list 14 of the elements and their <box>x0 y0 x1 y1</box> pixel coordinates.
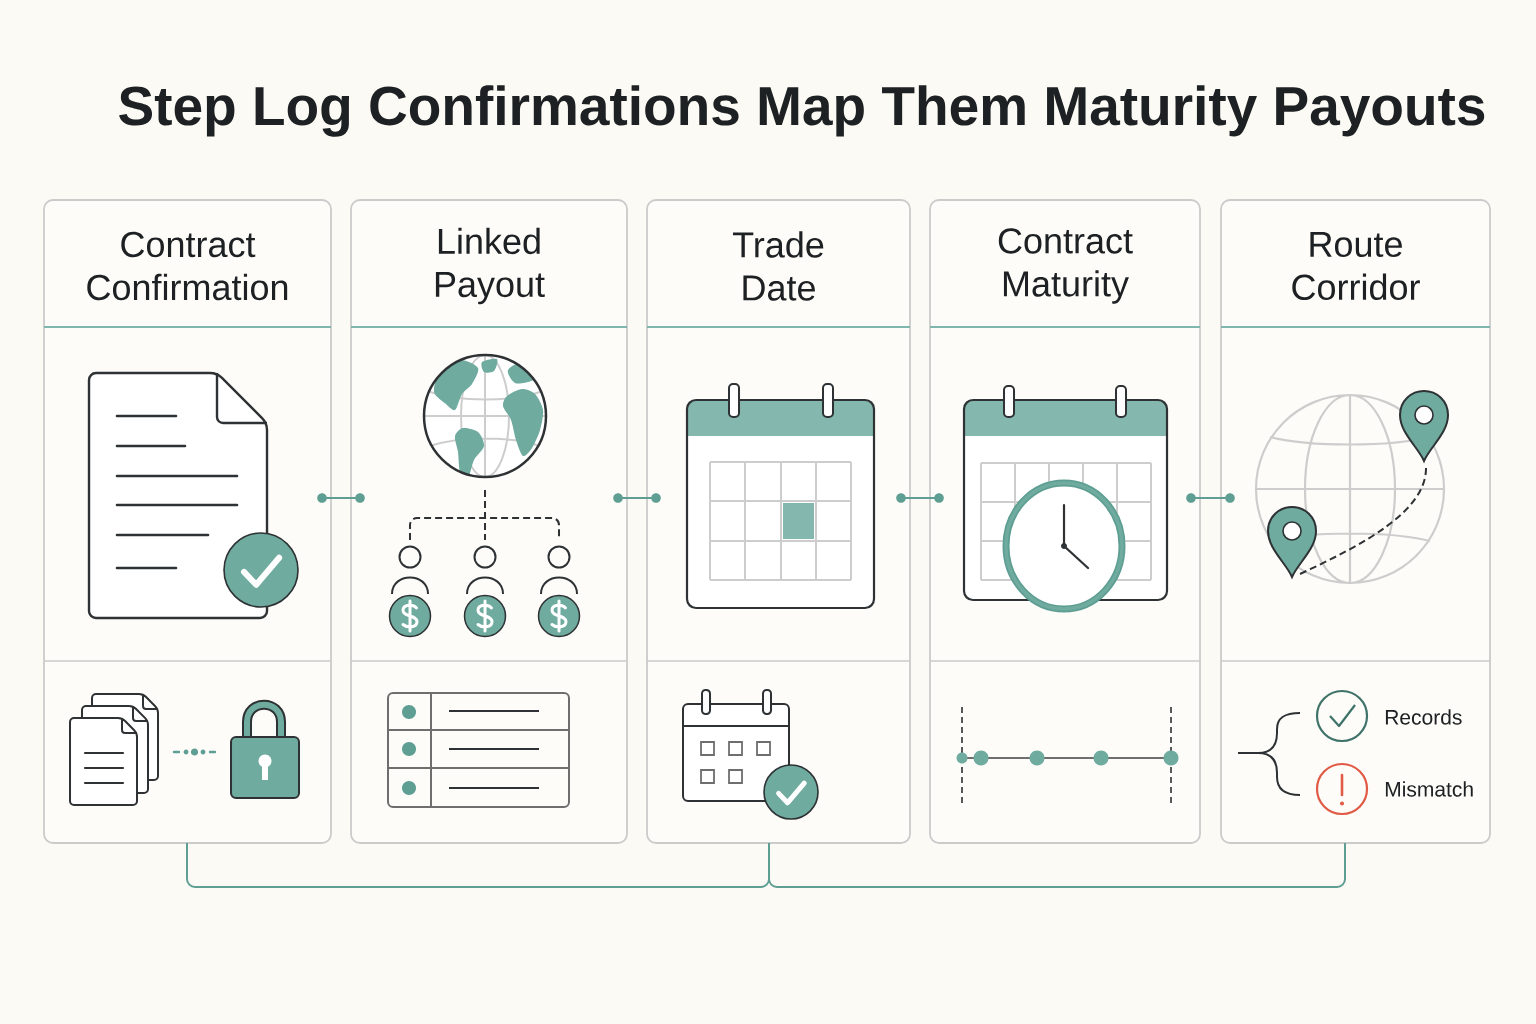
title: Step Log Confirmations Map Them Maturity Payouts <box>119 85 1485 137</box>
card-heading: Contract Maturity <box>998 228 1133 304</box>
connector <box>626 497 648 499</box>
card-heading: Trade Date <box>732 231 824 301</box>
card-heading: Contract Confirmation <box>87 231 288 301</box>
card-heading: Route Corridor <box>1292 231 1420 301</box>
bracket-line <box>186 842 770 888</box>
connector <box>909 497 931 499</box>
bracket-line <box>768 842 1346 888</box>
card-heading: Linked Payout <box>435 227 545 305</box>
connector <box>1199 497 1222 499</box>
connector <box>330 497 352 499</box>
status-label: Records <box>1385 709 1462 725</box>
status-label: Mismatch <box>1385 781 1473 797</box>
